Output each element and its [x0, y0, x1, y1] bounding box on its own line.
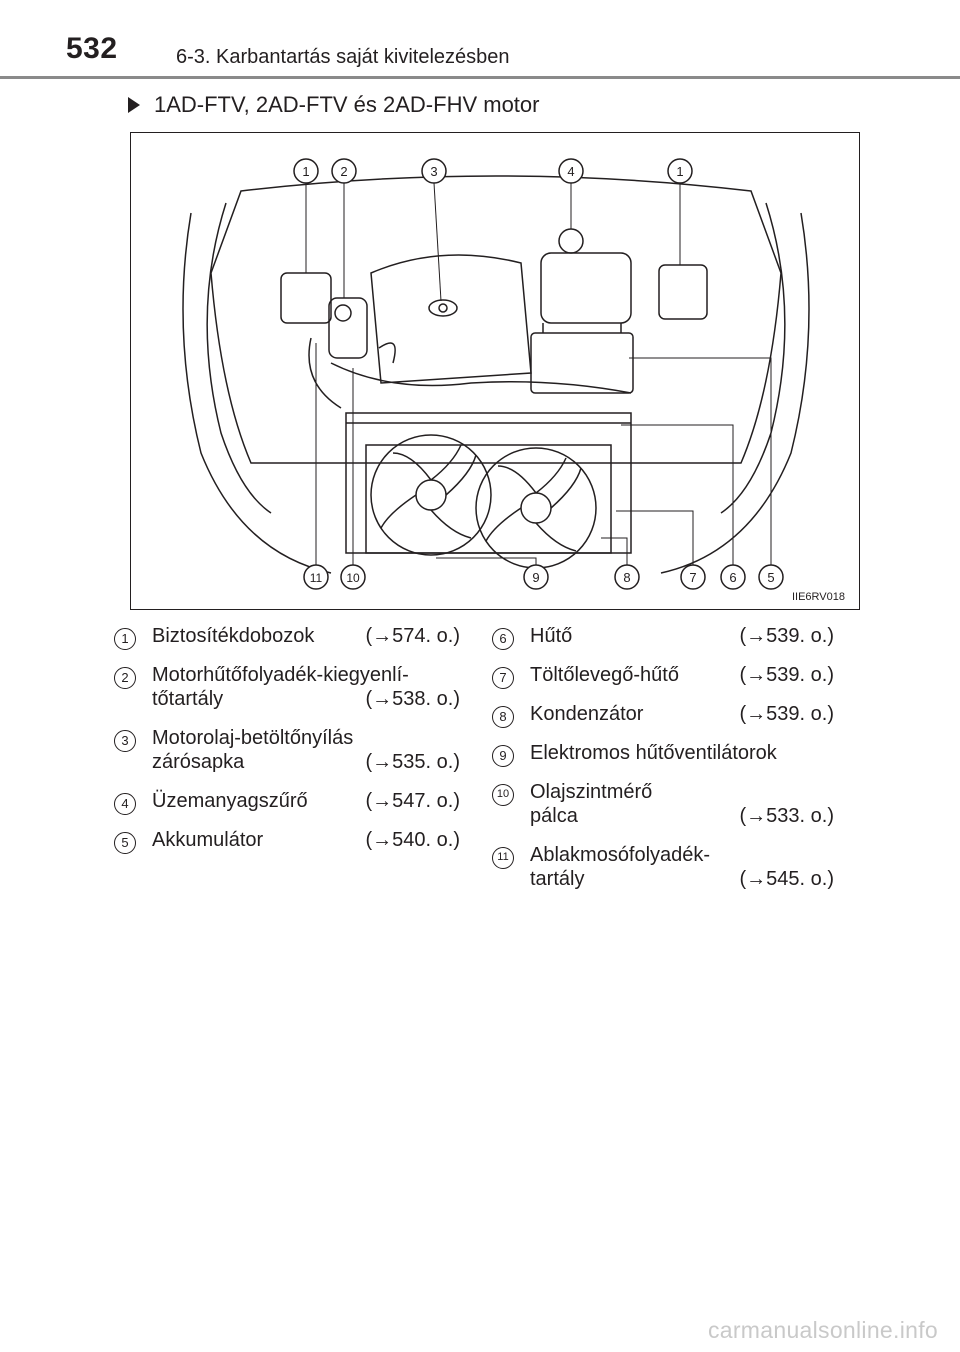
- legend-item: 7 Töltőlevegő-hűtő (→539. o.): [488, 663, 834, 689]
- legend-left: 1 Biztosítékdobozok (→574. o.) 2 Motorhűt…: [110, 624, 460, 867]
- callout-5: 5: [767, 570, 774, 585]
- number-badge: 1: [114, 628, 136, 650]
- page-number: 532: [66, 32, 118, 65]
- legend-item: 3 Motorolaj-betöltőnyílás zárósapka (→535…: [110, 726, 460, 774]
- number-badge: 10: [492, 784, 514, 806]
- legend-label: Ablakmosófolyadék-: [530, 844, 711, 866]
- section-title: 6-3. Karbantartás saját kivitelezésben: [176, 46, 510, 68]
- number-badge: 11: [492, 847, 514, 869]
- callout-1: 1: [302, 164, 309, 179]
- number-badge: 8: [492, 706, 514, 728]
- legend-item: 6 Hűtő (→539. o.): [488, 624, 834, 650]
- page-reference: (→539. o.): [739, 703, 834, 725]
- legend-label: Kondenzátor: [530, 703, 644, 725]
- engine-cover: [370, 254, 532, 384]
- page-reference: (→539. o.): [739, 625, 834, 647]
- legend-item: 11 Ablakmosófolyadék- tartály (→545. o.): [488, 843, 834, 891]
- number-badge: 9: [492, 745, 514, 767]
- number-badge: 3: [114, 730, 136, 752]
- legend-label-cont: tőtartály: [152, 688, 224, 710]
- engine-line-art: [182, 175, 810, 574]
- page-reference: (→538. o.): [365, 688, 460, 710]
- legend-label: Biztosítékdobozok: [152, 625, 315, 647]
- leader-lines: [305, 182, 772, 565]
- callout-badges: 1 2 3 4 1 11 10 9 8 7 6 5: [293, 158, 784, 590]
- page-reference: (→547. o.): [365, 790, 460, 812]
- legend-label: Üzemanyagszűrő: [152, 790, 308, 812]
- legend-item: 9 Elektromos hűtőventilátorok: [488, 741, 834, 767]
- number-badge: 7: [492, 667, 514, 689]
- page-reference: (→545. o.): [739, 868, 834, 890]
- legend-label: Töltőlevegő-hűtő: [530, 664, 679, 686]
- legend-item: 4 Üzemanyagszűrő (→547. o.): [110, 789, 460, 815]
- legend-label-cont: tartály: [530, 868, 585, 890]
- page-reference: (→574. o.): [365, 625, 460, 647]
- number-badge: 4: [114, 793, 136, 815]
- page-reference: (→540. o.): [365, 829, 460, 851]
- oil-filler-cap: [428, 299, 458, 317]
- cooling-fan-left: [370, 434, 492, 556]
- engine-bay-illustration: 1 2 3 4 1 11 10 9 8 7 6 5 IIE6RV018: [130, 132, 860, 610]
- legend-label-cont: pálca: [530, 805, 578, 827]
- engine-bay-drawing: 1 2 3 4 1 11 10 9 8 7 6 5: [182, 158, 810, 590]
- number-badge: 2: [114, 667, 136, 689]
- legend-item: 1 Biztosítékdobozok (→574. o.): [110, 624, 460, 650]
- callout-7: 7: [689, 570, 696, 585]
- fuse-box-right: [658, 264, 708, 320]
- legend-label: Hűtő: [530, 625, 573, 647]
- callout-3: 3: [430, 164, 437, 179]
- callout-8: 8: [623, 570, 630, 585]
- number-badge: 6: [492, 628, 514, 650]
- legend-label: Motorhűtőfolyadék-kiegyenlí-: [152, 664, 409, 686]
- radiator-frame: [345, 412, 632, 554]
- header-rule: [0, 76, 960, 79]
- legend-item: 2 Motorhűtőfolyadék-kiegyenlí- tőtartály…: [110, 663, 460, 711]
- battery: [530, 332, 634, 394]
- page-reference: (→535. o.): [365, 751, 460, 773]
- watermark: carmanualsonline.info: [707, 1317, 938, 1343]
- callout-10: 10: [346, 571, 360, 585]
- callout-11: 11: [310, 571, 323, 585]
- legend-right: 6 Hűtő (→539. o.) 7 Töltőlevegő-hűtő (→539…: [488, 624, 834, 906]
- fuel-filter: [558, 228, 584, 254]
- oil-cap-inner: [438, 303, 448, 313]
- legend-label: Olajszintmérő: [530, 781, 653, 803]
- legend-item: 10 Olajszintmérő pálca (→533. o.): [488, 780, 834, 828]
- oil-dipstick: [378, 342, 396, 364]
- callout-2: 2: [340, 164, 347, 179]
- legend-item: 5 Akkumulátor (→540. o.): [110, 828, 460, 854]
- page-reference: (→539. o.): [739, 664, 834, 686]
- callout-1-right: 1: [676, 164, 683, 179]
- legend-label: Motorolaj-betöltőnyílás: [152, 727, 354, 749]
- triangle-bullet-icon: [128, 97, 140, 113]
- subheading: 1AD-FTV, 2AD-FTV és 2AD-FHV motor: [128, 92, 539, 118]
- image-code: IIE6RV018: [791, 591, 845, 603]
- fuse-box-left: [280, 272, 332, 324]
- callout-6: 6: [729, 570, 736, 585]
- callout-9: 9: [532, 570, 539, 585]
- callout-4: 4: [567, 164, 574, 179]
- page-header: 532 6-3. Karbantartás saját kivitelezésb…: [0, 0, 960, 80]
- radiator-core: [365, 444, 612, 554]
- page-reference: (→533. o.): [739, 805, 834, 827]
- coolant-reservoir: [328, 297, 368, 359]
- number-badge: 5: [114, 832, 136, 854]
- legend-label: Akkumulátor: [152, 829, 264, 851]
- legend-label-cont: zárósapka: [152, 751, 245, 773]
- cooling-fan-right: [475, 447, 597, 569]
- legend-item: 8 Kondenzátor (→539. o.): [488, 702, 834, 728]
- subheading-text: 1AD-FTV, 2AD-FTV és 2AD-FHV motor: [154, 92, 540, 117]
- legend-label: Elektromos hűtőventilátorok: [530, 742, 777, 764]
